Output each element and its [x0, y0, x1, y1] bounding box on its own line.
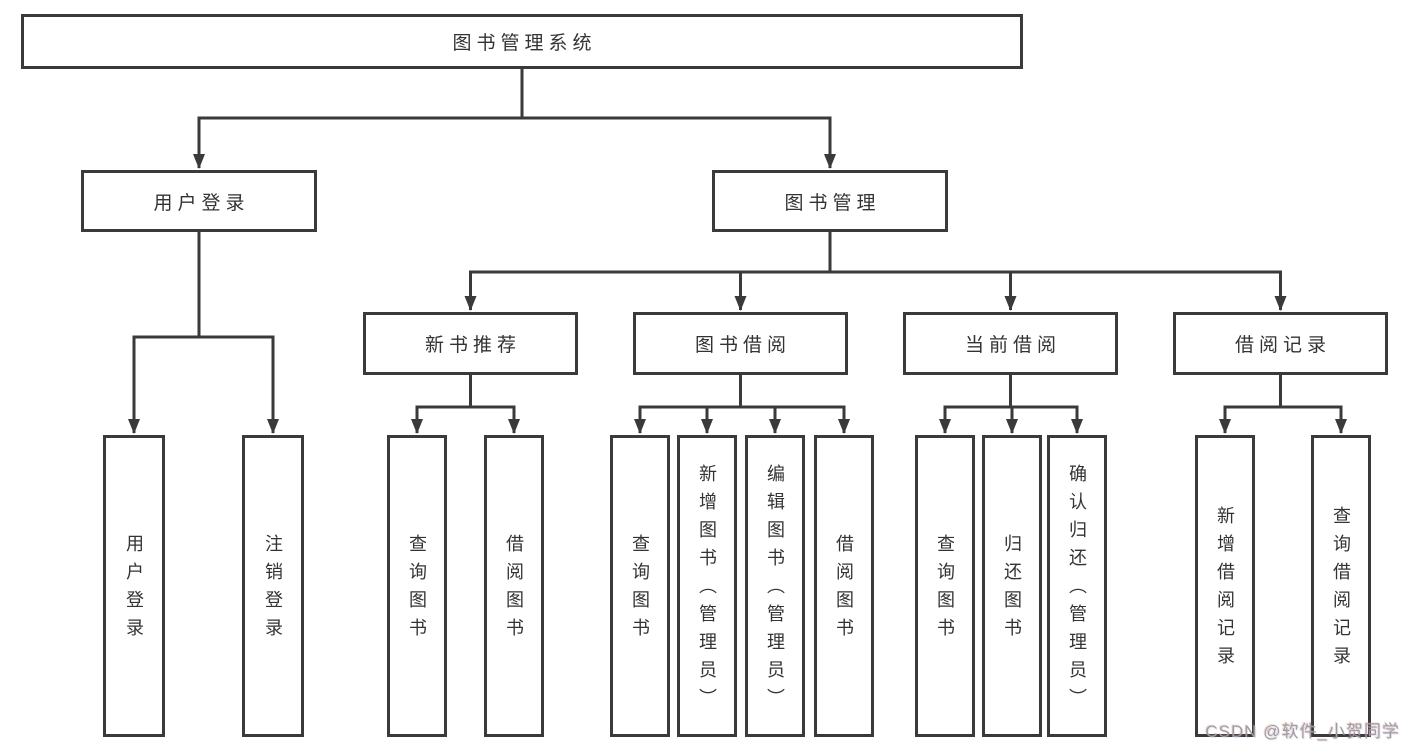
watermark: CSDN @软件_小贺同学	[1205, 722, 1400, 741]
node-borrowing-records: 借阅记录	[1173, 312, 1388, 375]
node-leaf-borrow-books-1: 借阅图书	[484, 435, 544, 737]
node-book-borrowing: 图书借阅	[633, 312, 848, 375]
node-leaf-add-books-admin: 新增图书（管理员）	[677, 435, 737, 737]
node-leaf-borrow-books-2: 借阅图书	[814, 435, 874, 737]
node-leaf-add-borrow-record: 新增借阅记录	[1195, 435, 1255, 737]
node-current-borrowing: 当前借阅	[903, 312, 1118, 375]
node-leaf-edit-books-admin: 编辑图书（管理员）	[745, 435, 805, 737]
node-leaf-query-books-1: 查询图书	[387, 435, 447, 737]
node-user-login: 用户登录	[81, 170, 317, 232]
node-new-book-recommend: 新书推荐	[363, 312, 578, 375]
node-leaf-query-books-3: 查询图书	[915, 435, 975, 737]
node-leaf-confirm-return-admin: 确认归还（管理员）	[1047, 435, 1107, 737]
node-system-root: 图书管理系统	[21, 14, 1023, 69]
node-leaf-return-books: 归还图书	[982, 435, 1042, 737]
node-leaf-user-login: 用户登录	[103, 435, 165, 737]
node-leaf-query-borrow-record: 查询借阅记录	[1311, 435, 1371, 737]
node-leaf-query-books-2: 查询图书	[610, 435, 670, 737]
node-leaf-logout: 注销登录	[242, 435, 304, 737]
node-book-management: 图书管理	[712, 170, 948, 232]
